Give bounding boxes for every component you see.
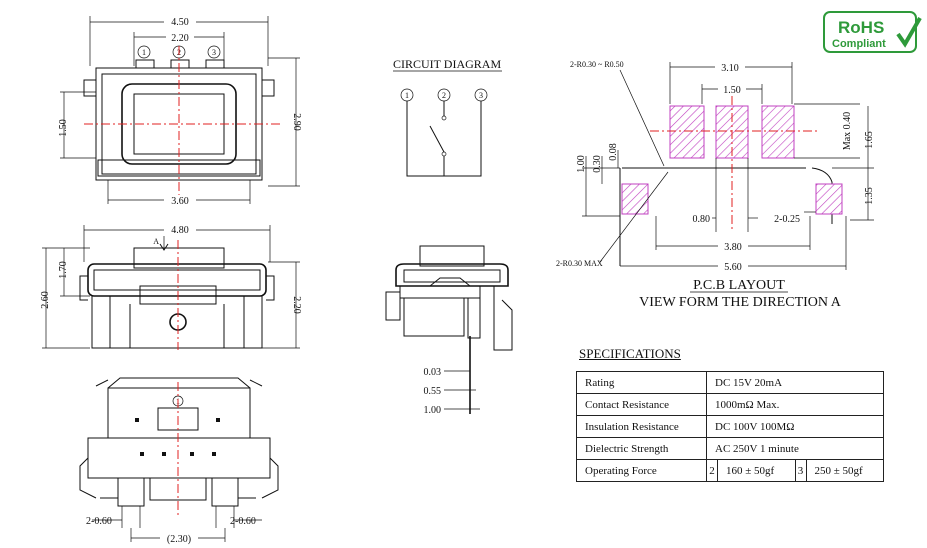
spec-label: Rating <box>576 371 707 394</box>
spec-value: 1000mΩ Max. <box>706 393 884 416</box>
table-row: Dielectric Strength AC 250V 1 minute <box>576 437 884 460</box>
spec-label: Contact Resistance <box>576 393 707 416</box>
pcb-dim-max: Max 0.40 <box>842 112 853 150</box>
dim-overall-width: 4.50 <box>171 17 189 28</box>
dim-bottom-left: 2-0.60 <box>86 516 112 527</box>
pcb-dim-small-pad: 2-0.25 <box>774 214 800 225</box>
specifications-table: Rating DC 15V 20mA Contact Resistance 10… <box>576 371 884 482</box>
pcb-dim-top-width: 3.10 <box>721 63 739 74</box>
circuit-diagram: CIRCUIT DIAGRAM 1 2 3 <box>393 57 502 177</box>
table-row: Rating DC 15V 20mA <box>576 371 884 394</box>
checkmark-icon <box>896 17 922 48</box>
pcb-radius-top: 2-R0.30 ~ R0.50 <box>570 60 624 69</box>
rohs-line2: Compliant <box>832 38 886 50</box>
dim-side-left-inner: 1.70 <box>58 261 69 279</box>
pcb-radius-bottom: 2-R0.30 MAX <box>556 259 603 268</box>
table-row: Contact Resistance 1000mΩ Max. <box>576 393 884 416</box>
circuit-title: CIRCUIT DIAGRAM <box>393 57 501 71</box>
force-option-value: 250 ± 50gf <box>805 459 884 482</box>
bottom-view: 1 2-0.60 2-0.60 (2.30) <box>79 377 279 545</box>
circuit-pin-1: 1 <box>405 91 409 100</box>
circuit-pin-2: 2 <box>442 91 446 100</box>
pcb-title: P.C.B LAYOUT <box>693 278 785 293</box>
dim-side-right: 2.20 <box>291 296 302 314</box>
spec-value: DC 15V 20mA <box>706 371 884 394</box>
force-option-value: 160 ± 50gf <box>717 459 796 482</box>
dim-left-height: 1.50 <box>58 119 69 137</box>
top-view: 4.50 2.20 1 2 3 1.50 2.90 <box>58 15 302 207</box>
spec-value: DC 100V 100MΩ <box>706 415 884 438</box>
side-view: 4.80 A 2.60 1.70 2.20 <box>40 223 302 350</box>
pcb-dim-right-lower: 1.35 <box>864 187 875 205</box>
dim-bottom-right: 2-0.60 <box>230 516 256 527</box>
pcb-subtitle: VIEW FORM THE DIRECTION A <box>639 295 842 310</box>
table-row: Insulation Resistance DC 100V 100MΩ <box>576 415 884 438</box>
pcb-layout: 2-R0.30 ~ R0.50 3.10 1.50 Max 0.40 1.65 … <box>556 60 875 310</box>
force-option-number: 2 <box>706 459 718 482</box>
spec-label: Operating Force <box>576 459 707 482</box>
end-view: 0.03 0.55 1.00 <box>385 245 513 416</box>
specifications-title: SPECIFICATIONS <box>579 346 681 361</box>
dim-pin-pitch: 2.20 <box>171 33 189 44</box>
pcb-dim-inner-width: 3.80 <box>724 242 742 253</box>
pcb-dim-left-1: 1.00 <box>576 155 587 173</box>
force-option-number: 3 <box>794 459 807 482</box>
pcb-dim-left-3: 0.08 <box>608 143 619 161</box>
dim-bottom-width: 3.60 <box>171 196 189 207</box>
dim-side-left-outer: 2.60 <box>40 291 51 309</box>
pin-label-1: 1 <box>142 48 146 57</box>
spec-label: Dielectric Strength <box>576 437 707 460</box>
dim-bottom-pitch: (2.30) <box>167 534 191 545</box>
end-dim-1: 0.03 <box>424 367 442 378</box>
pcb-dim-pad-pitch: 1.50 <box>723 85 741 96</box>
view-marker-a: A <box>153 237 159 246</box>
circuit-pin-3: 3 <box>479 91 483 100</box>
spec-value: AC 250V 1 minute <box>706 437 884 460</box>
end-dim-2: 0.55 <box>424 386 442 397</box>
pcb-dim-overall-width: 5.60 <box>724 262 742 273</box>
pcb-dim-right-upper: 1.65 <box>864 131 875 149</box>
rohs-line1: RoHS <box>838 18 884 37</box>
rohs-logo: RoHS Compliant <box>823 11 922 53</box>
spec-label: Insulation Resistance <box>576 415 707 438</box>
pin-label-3: 3 <box>212 48 216 57</box>
table-row: Operating Force 2 160 ± 50gf 3 250 ± 50g… <box>576 459 884 482</box>
pcb-dim-pad-width: 0.80 <box>693 214 711 225</box>
end-dim-3: 1.00 <box>424 405 442 416</box>
dim-side-top-width: 4.80 <box>171 225 189 236</box>
pcb-dim-left-2: 0.30 <box>592 155 603 173</box>
dim-right-height: 2.90 <box>291 113 302 131</box>
